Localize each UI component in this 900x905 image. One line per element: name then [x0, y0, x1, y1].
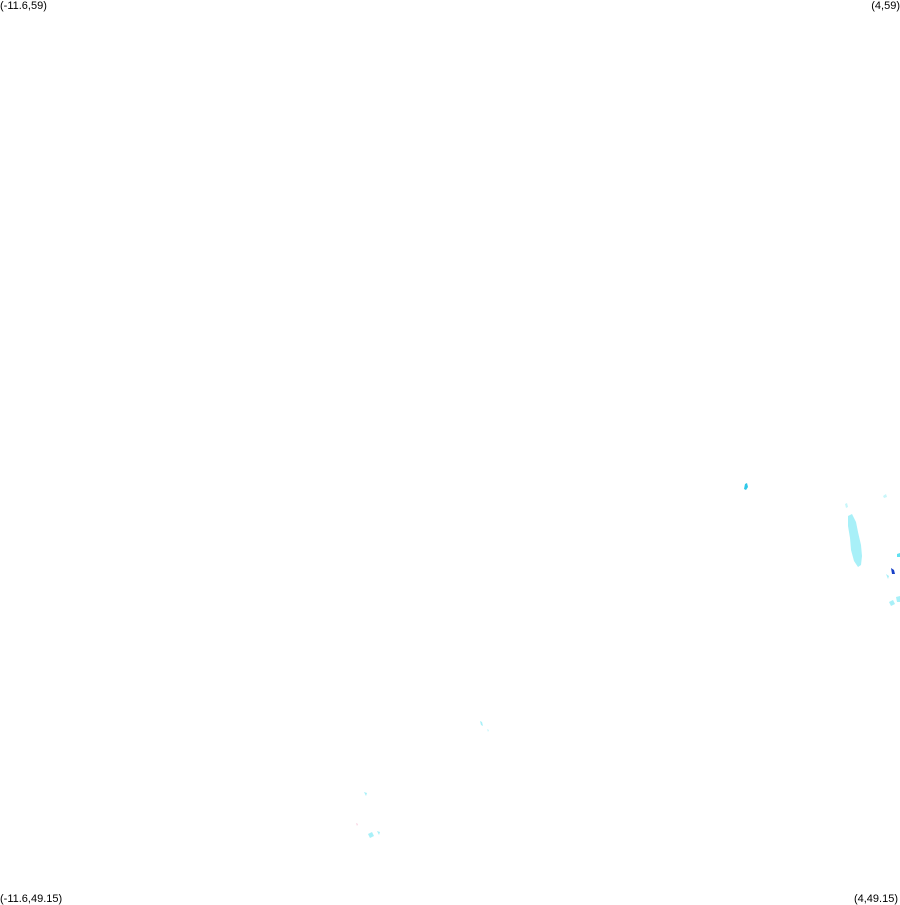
precip-patch — [744, 483, 748, 490]
precip-patch — [883, 494, 887, 498]
precip-patch — [377, 831, 380, 835]
precip-patch — [356, 823, 358, 826]
precip-patch — [891, 568, 895, 574]
precip-patch — [848, 514, 862, 567]
corner-label-top-left: (-11.6,59) — [0, 0, 47, 12]
corner-label-bottom-right: (4,49.15) — [853, 893, 898, 905]
precip-patch — [480, 721, 483, 726]
precip-patch — [896, 596, 900, 602]
corner-label-top-right: (4,59) — [871, 0, 900, 12]
precip-patch — [889, 600, 895, 606]
precip-patch — [487, 729, 489, 732]
corner-label-bottom-left: (-11.6,49.15) — [0, 893, 63, 905]
precip-patch — [368, 832, 374, 838]
precip-patch — [886, 574, 889, 579]
precip-patch — [897, 553, 900, 557]
precip-patch — [364, 792, 367, 796]
precip-patch — [845, 503, 848, 508]
